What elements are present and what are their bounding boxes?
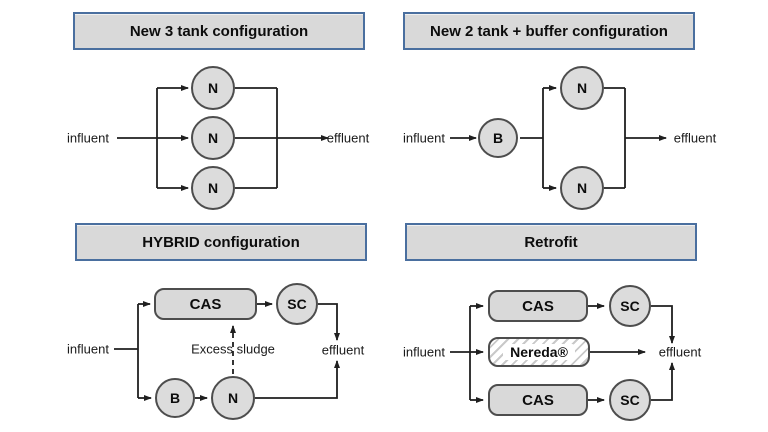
q2-tank-n-2-label: N [576,180,588,196]
q4-nereda-unit: Nereda® [488,337,590,367]
q1-tank-n-3: N [191,166,235,210]
q1-title-box: New 3 tank configuration [73,12,365,50]
q3-tank-n-label: N [227,390,239,406]
q3-connectors [114,301,340,401]
q1-tank-n-2-label: N [207,130,219,146]
q2-buffer-label: B [492,130,504,146]
q1-title: New 3 tank configuration [129,22,309,40]
q4-cas-unit-bottom: CAS [488,384,588,416]
q2-tank-n-2: N [560,166,604,210]
q2-tank-n-1-label: N [576,80,588,96]
q3-excess-sludge-label: Excess sludge [191,341,275,357]
q4-cas-top-label: CAS [522,297,554,315]
q3-effluent-label: effluent [321,342,365,358]
q4-clarifier-bottom: SC [609,379,651,421]
q4-clarifier-top: SC [609,285,651,327]
q1-tank-n-1-label: N [207,80,219,96]
q4-clarifier-bottom-label: SC [620,392,640,408]
q1-tank-n-2: N [191,116,235,160]
q2-buffer-tank: B [478,118,518,158]
q4-title-box: Retrofit [405,223,697,261]
q3-cas-label: CAS [189,295,222,313]
q4-effluent-label: effluent [658,344,702,360]
q2-tank-n-1: N [560,66,604,110]
q4-cas-bottom-label: CAS [522,391,554,409]
q3-tank-n: N [211,376,255,420]
q4-clarifier-top-label: SC [620,298,640,314]
q1-effluent-label: effluent [326,130,370,146]
q2-connectors [450,85,667,191]
q3-clarifier-label: SC [287,296,307,312]
q3-buffer-label: B [169,390,181,406]
q3-buffer-tank: B [155,378,195,418]
q3-title: HYBRID configuration [142,233,300,251]
q2-title-box: New 2 tank + buffer configuration [403,12,695,50]
q4-cas-unit-top: CAS [488,290,588,322]
q2-influent-label: influent [403,130,445,146]
q4-nereda-label: Nereda® [503,343,575,361]
q3-title-box: HYBRID configuration [75,223,367,261]
q3-cas-unit: CAS [154,288,257,320]
q2-title: New 2 tank + buffer configuration [430,22,668,40]
q1-tank-n-3-label: N [207,180,219,196]
q4-connectors [450,303,675,403]
q3-influent-label: influent [67,341,109,357]
q1-connectors [117,85,329,191]
q2-effluent-label: effluent [673,130,717,146]
q3-clarifier: SC [276,283,318,325]
q4-title: Retrofit [524,233,578,251]
q1-influent-label: influent [67,130,109,146]
q1-tank-n-1: N [191,66,235,110]
q4-influent-label: influent [403,344,445,360]
